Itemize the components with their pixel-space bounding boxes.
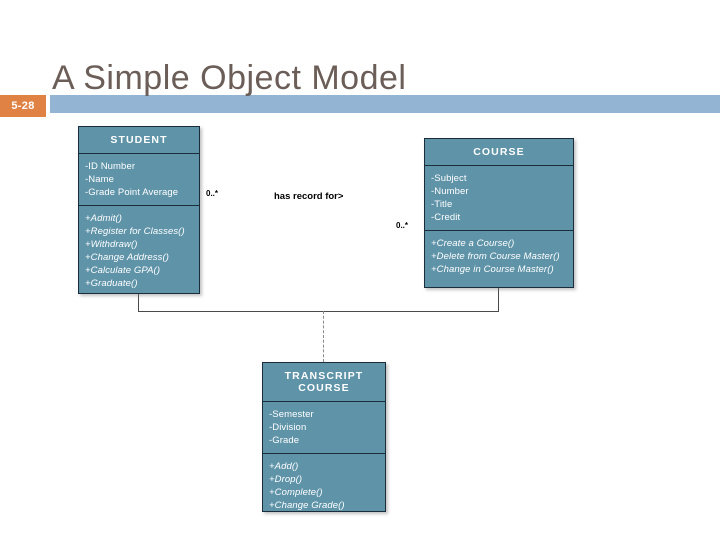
uml-attribute: -Number — [431, 186, 469, 197]
association-line-course-segment — [498, 288, 499, 312]
uml-operation: +Add() — [269, 461, 299, 472]
header-band — [50, 95, 720, 113]
uml-attribute: -Grade Point Average — [85, 187, 179, 198]
slide-number-badge: 5-28 — [0, 95, 46, 117]
multiplicity-course-end: 0..* — [396, 221, 409, 230]
uml-operation: +Change Grade() — [269, 500, 345, 511]
uml-operations-course: +Create a Course() +Delete from Course M… — [425, 231, 573, 282]
uml-operation: +Delete from Course Master() — [431, 251, 560, 262]
association-line-student-segment — [138, 294, 139, 312]
uml-attribute: -Subject — [431, 173, 467, 184]
uml-operation: +Change in Course Master() — [431, 264, 554, 275]
uml-operation: +Create a Course() — [431, 238, 515, 249]
uml-class-course[interactable]: COURSE -Subject -Number -Title -Credit +… — [424, 138, 574, 288]
uml-class-transcript-course[interactable]: TRANSCRIPT COURSE -Semester -Division -G… — [262, 362, 386, 512]
uml-attributes-transcript-course: -Semester -Division -Grade — [263, 402, 385, 454]
uml-class-student[interactable]: STUDENT -ID Number -Name -Grade Point Av… — [78, 126, 200, 294]
uml-operation: +Graduate() — [85, 278, 138, 289]
uml-operations-student: +Admit() +Register for Classes() +Withdr… — [79, 206, 199, 296]
uml-operation: +Admit() — [85, 213, 122, 224]
uml-operation: +Calculate GPA() — [85, 265, 161, 276]
uml-attributes-course: -Subject -Number -Title -Credit — [425, 166, 573, 231]
uml-operation: +Withdraw() — [85, 239, 138, 250]
uml-attributes-student: -ID Number -Name -Grade Point Average — [79, 154, 199, 206]
uml-attribute: -ID Number — [85, 161, 136, 172]
uml-attribute: -Title — [431, 199, 453, 210]
page-title: A Simple Object Model — [52, 58, 407, 97]
uml-attribute: -Division — [269, 422, 307, 433]
association-class-dashed-link — [323, 311, 324, 362]
uml-attribute: -Grade — [269, 435, 300, 446]
uml-operations-transcript-course: +Add() +Drop() +Complete() +Change Grade… — [263, 454, 385, 518]
uml-class-name-transcript-course: TRANSCRIPT COURSE — [263, 363, 385, 402]
uml-class-name-course: COURSE — [425, 139, 573, 166]
association-line-horizontal-segment — [138, 311, 498, 312]
uml-attribute: -Semester — [269, 409, 314, 420]
multiplicity-student-end: 0..* — [206, 189, 219, 198]
uml-class-name-student: STUDENT — [79, 127, 199, 154]
uml-operation: +Change Address() — [85, 252, 169, 263]
association-label: has record for> — [274, 191, 344, 202]
uml-operation: +Complete() — [269, 487, 323, 498]
uml-operation: +Drop() — [269, 474, 303, 485]
uml-operation: +Register for Classes() — [85, 226, 185, 237]
uml-attribute: -Name — [85, 174, 115, 185]
uml-attribute: -Credit — [431, 212, 461, 223]
